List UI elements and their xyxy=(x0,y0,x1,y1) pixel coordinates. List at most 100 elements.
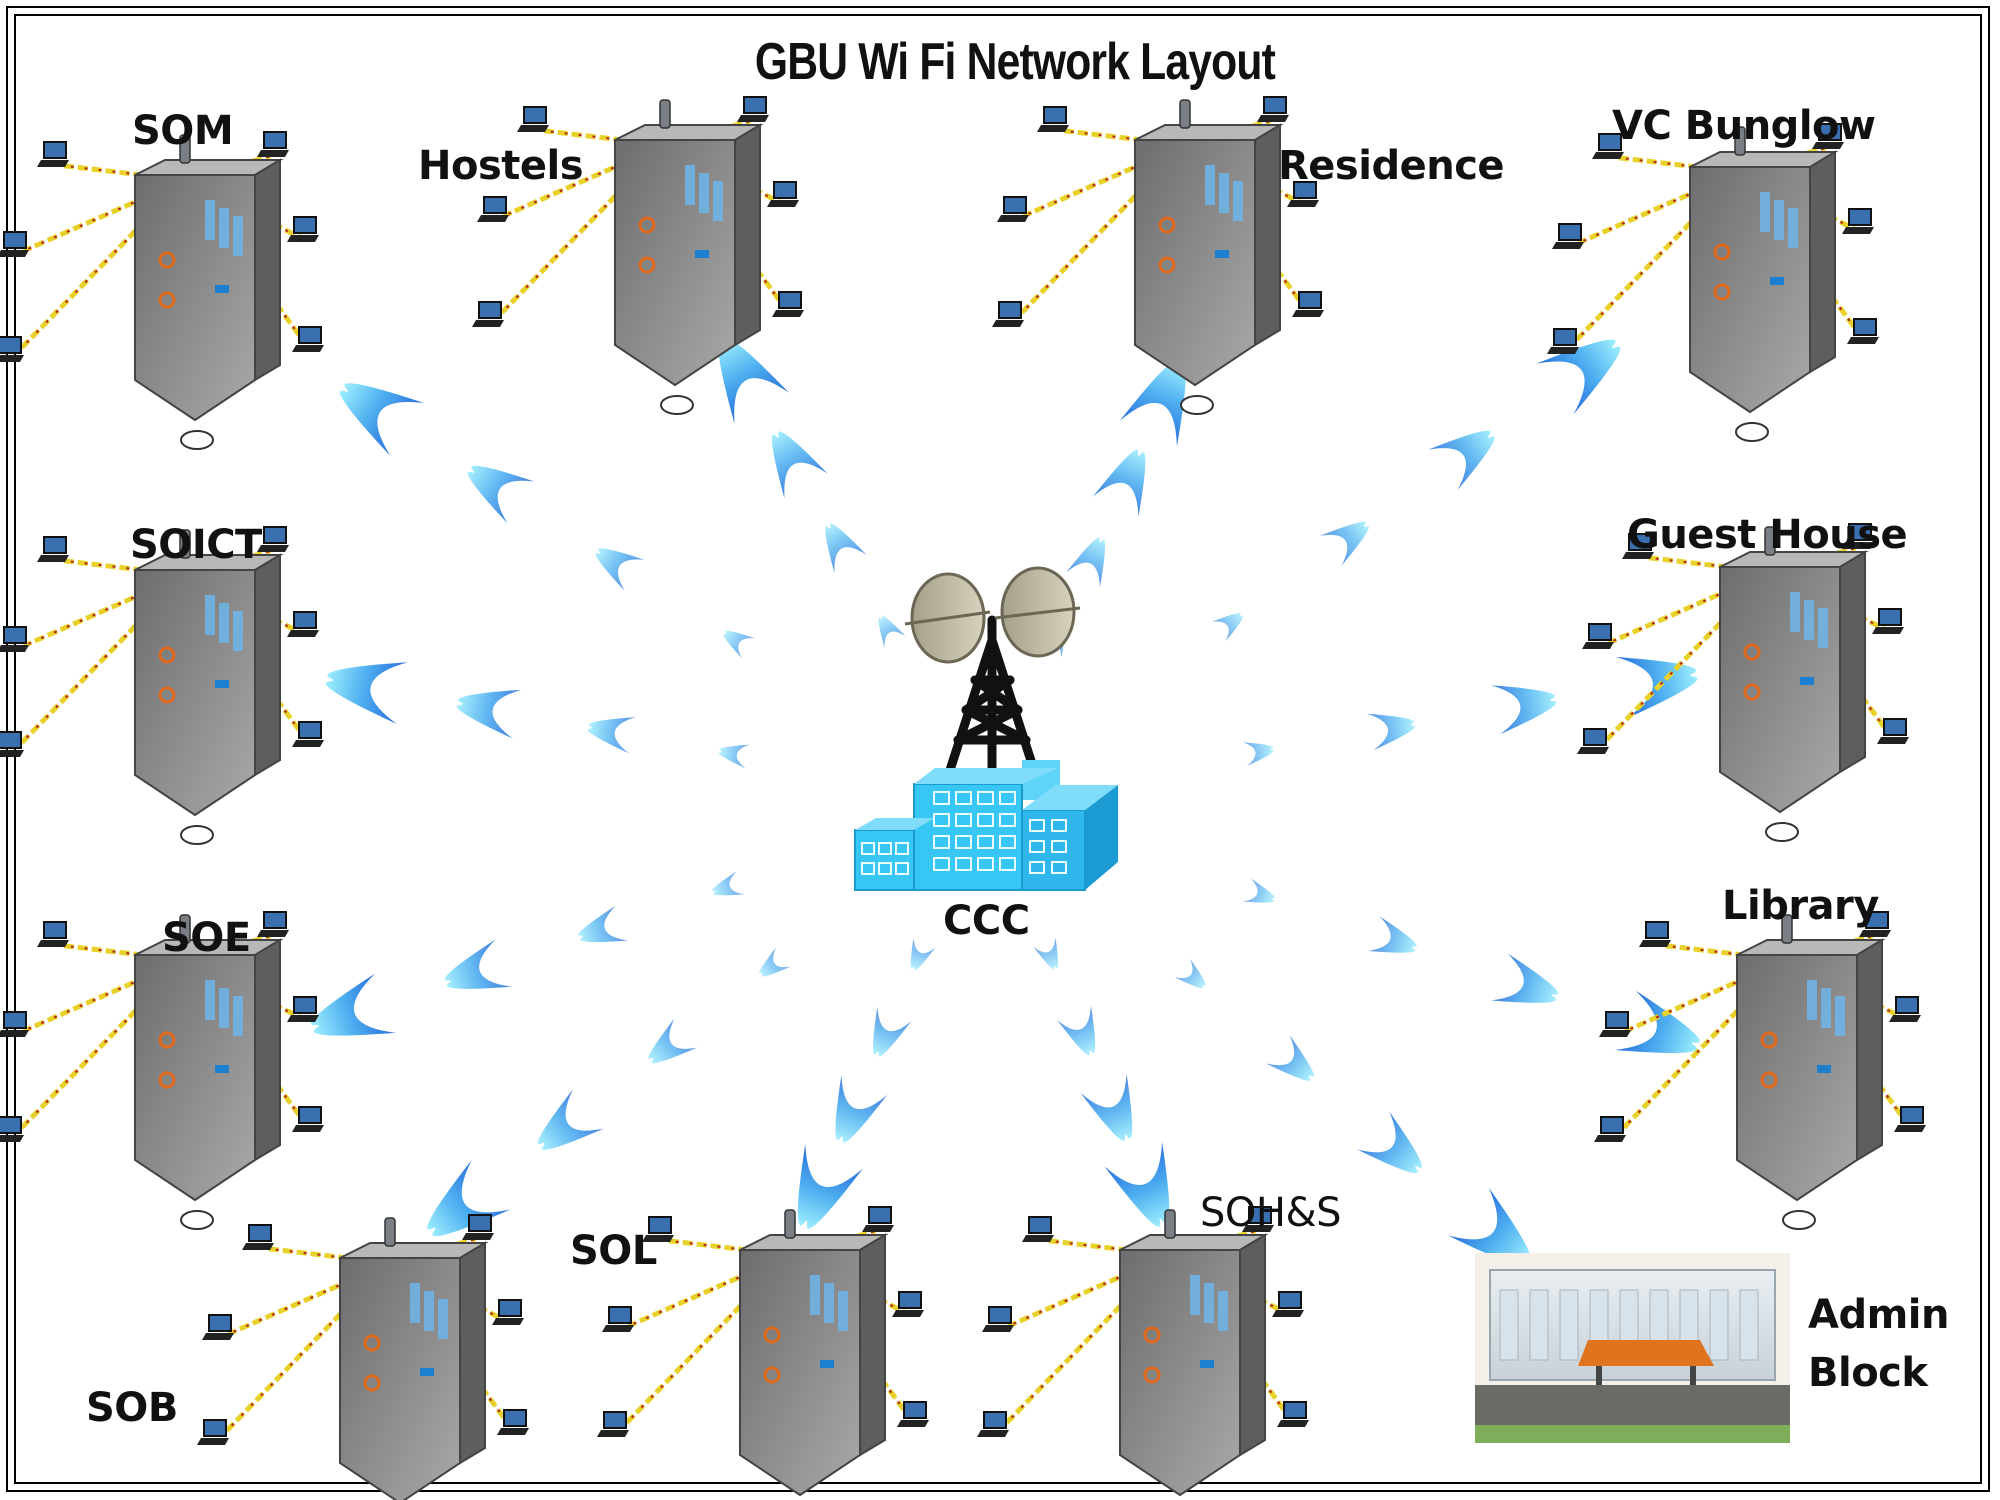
access-point-icon xyxy=(1781,914,1793,944)
cloud-icon xyxy=(660,395,694,415)
laptop-icon xyxy=(242,1224,274,1250)
tower-icon xyxy=(945,615,1039,795)
beam-som xyxy=(338,381,763,665)
cloud-icon xyxy=(1735,422,1769,442)
wireless-link-accent xyxy=(1018,144,1186,317)
wireless-link-accent xyxy=(498,144,666,317)
beam-library xyxy=(1235,873,1702,1055)
laptop-icon xyxy=(1242,1206,1274,1232)
diagram-title: GBU Wi Fi Network Layout xyxy=(754,33,1276,91)
laptop-icon xyxy=(1872,608,1904,634)
laptop-icon xyxy=(292,1106,324,1132)
cloud-icon xyxy=(180,1210,214,1230)
laptop-icon xyxy=(1889,996,1921,1022)
node-label-soe: SOE xyxy=(162,915,251,961)
laptop-icon xyxy=(897,1401,929,1427)
building-guest-house xyxy=(1577,523,1909,842)
building-sob xyxy=(197,1214,529,1500)
laptop-icon xyxy=(737,96,769,122)
laptop-icon xyxy=(1022,1216,1054,1242)
laptop-icon xyxy=(1622,533,1654,559)
wireless-link-accent xyxy=(623,1254,791,1427)
building-soe xyxy=(0,911,324,1230)
laptop-icon xyxy=(1277,1401,1309,1427)
laptop-icon xyxy=(1842,523,1874,549)
wireless-link-accent xyxy=(18,574,186,747)
laptop-icon xyxy=(287,611,319,637)
wireless-link-accent xyxy=(1003,1254,1171,1427)
dish-antenna-left-icon xyxy=(904,572,991,664)
ccc-hub xyxy=(854,566,1118,891)
building-som xyxy=(0,131,324,450)
laptop-icon xyxy=(292,326,324,352)
laptop-icon xyxy=(37,536,69,562)
wireless-link-accent xyxy=(223,1262,391,1435)
building-sol xyxy=(597,1206,929,1497)
node-label-guest-house: Guest House xyxy=(1627,512,1908,558)
building-block xyxy=(1689,166,1811,414)
laptop-icon xyxy=(287,996,319,1022)
laptop-icon xyxy=(1292,291,1324,317)
laptop-icon xyxy=(37,921,69,947)
access-point-icon xyxy=(1764,526,1776,556)
cloud-icon xyxy=(1765,822,1799,842)
access-point-icon xyxy=(1734,126,1746,156)
wireless-link-accent xyxy=(18,179,186,352)
node-label-vc-bunglow: VC Bunglow xyxy=(1612,103,1876,149)
laptop-icon xyxy=(0,731,24,757)
building-block xyxy=(1119,1249,1241,1497)
laptop-icon xyxy=(1272,1291,1304,1317)
laptop-icon xyxy=(517,106,549,132)
laptop-icon xyxy=(0,1116,24,1142)
laptop-icon xyxy=(1582,623,1614,649)
laptop-icon xyxy=(477,196,509,222)
laptop-icon xyxy=(992,301,1024,327)
building-block xyxy=(339,1257,461,1500)
laptop-icon xyxy=(892,1291,924,1317)
laptop-icon xyxy=(1592,133,1624,159)
beam-sohs xyxy=(1027,929,1171,1229)
laptop-icon xyxy=(1877,718,1909,744)
laptop-icon xyxy=(1547,328,1579,354)
cloud-icon xyxy=(1180,395,1214,415)
laptop-icon xyxy=(1859,911,1891,937)
laptop-icon xyxy=(772,291,804,317)
laptop-icon xyxy=(1842,208,1874,234)
wireless-link-accent xyxy=(18,959,186,1132)
laptop-icon xyxy=(862,1206,894,1232)
building-residence xyxy=(992,96,1324,415)
building-vc-bunglow xyxy=(1547,123,1879,442)
laptop-icon xyxy=(202,1314,234,1340)
laptop-icon xyxy=(0,626,29,652)
building-hostels xyxy=(472,96,804,415)
beam-sob xyxy=(425,940,798,1238)
laptop-icon xyxy=(197,1419,229,1445)
admin-block-building xyxy=(1475,1253,1790,1443)
laptop-icon xyxy=(767,181,799,207)
building-block xyxy=(134,954,256,1202)
laptop-icon xyxy=(257,911,289,937)
laptop-icon xyxy=(597,1411,629,1437)
building-block xyxy=(1719,566,1841,814)
building-soict xyxy=(0,526,324,845)
node-label-ccc: CCC xyxy=(943,898,1030,944)
node-label-sohs: SOH&S xyxy=(1200,1190,1342,1236)
node-label-admin-block-line1: Admin xyxy=(1808,1292,1949,1338)
beam-soe xyxy=(309,866,752,1038)
node-label-soict: SOICT xyxy=(130,522,262,568)
access-point-icon xyxy=(179,914,191,944)
access-point-icon xyxy=(179,134,191,164)
wireless-link-accent xyxy=(1603,571,1771,744)
wireless-link-accent xyxy=(1620,959,1788,1132)
node-label-som: SOM xyxy=(132,108,234,154)
beam-vc-bunglow xyxy=(1204,338,1622,648)
beam-hostels xyxy=(717,337,912,656)
laptop-icon xyxy=(1894,1106,1926,1132)
beam-soict xyxy=(324,660,758,773)
laptop-icon xyxy=(997,196,1029,222)
node-label-sob: SOB xyxy=(86,1385,178,1431)
access-point-icon xyxy=(1164,1209,1176,1239)
node-label-hostels: Hostels xyxy=(418,143,584,189)
node-label-residence: Residence xyxy=(1278,143,1505,189)
building-block xyxy=(1134,139,1256,387)
